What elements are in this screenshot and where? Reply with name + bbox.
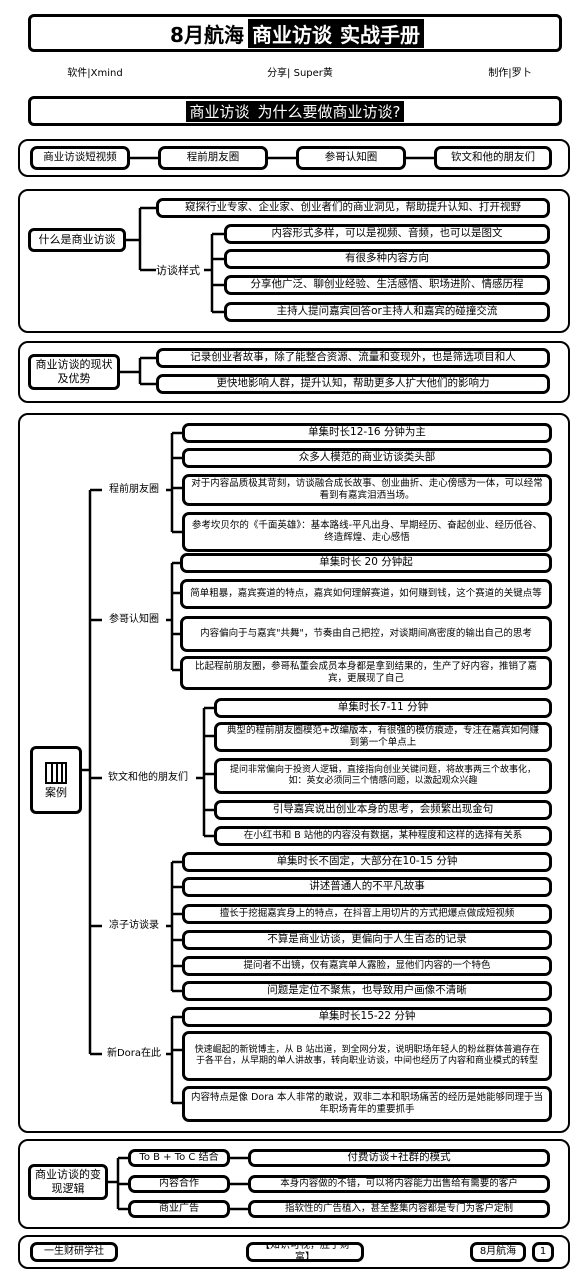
question-bar: 商业访谈 为什么要做商业访谈? (28, 96, 562, 126)
case-group-name: 钦文和他的朋友们 (108, 771, 188, 783)
case-item: 参考坎贝尔的《千面英雄》：基本路线-平凡出身、早期经历、奋起创业、经历低谷、终造… (182, 512, 552, 552)
footer-page: 1 (532, 1242, 554, 1262)
case-item: 单集时长15-22 分钟 (182, 1007, 552, 1027)
case-item: 不算是商业访谈，更偏向于人生百态的记录 (182, 930, 552, 950)
case-item: 典型的程前朋友圈模范+改编版本，有很强的模仿痕迹，专注在嘉宾如何赚到第一个单点上 (214, 722, 552, 752)
monetize-root: 商业访谈的变现逻辑 (28, 1164, 108, 1200)
case-item: 单集时长12-16 分钟为主 (182, 423, 552, 443)
cases-root: 案例 (30, 746, 82, 814)
case-item: 快速崛起的新锐博主，从 B 站出道，到全网分发，说明职场年轻人的粉丝群体普遍存在… (182, 1031, 552, 1081)
what-format-label: 访谈样式 (156, 264, 200, 278)
case-group-name: 凉子访谈录 (109, 919, 159, 931)
case-item: 在小红书和 B 站他的内容没有数据，某种程度和这样的选择有关系 (214, 826, 552, 846)
footer-center: 【知识可视，胜于财富】 (246, 1242, 364, 1262)
case-item: 简单粗暴，嘉宾赛道的特点，嘉宾如何理解赛道，如何赚到钱，这个赛道的关键点等 (180, 579, 552, 609)
panel-footer (18, 1235, 570, 1269)
what-format-4: 主持人提问嘉宾回答or主持人和嘉宾的碰撞交流 (224, 302, 550, 322)
monetize-value-2: 本身内容做的不错，可以将内容能力出售给有需要的客户 (248, 1175, 550, 1193)
monetize-value-3: 指软性的广告植入，甚至整集内容都是专门为客户定制 (248, 1200, 550, 1218)
what-format-3: 分享他广泛、聊创业经验、生活感悟、职场进阶、情感历程 (224, 275, 550, 295)
cases-root-label: 案例 (45, 786, 67, 800)
case-item: 众多人模范的商业访谈类头部 (182, 448, 552, 468)
status-item-2: 更快地影响人群，提升认知，帮助更多人扩大他们的影响力 (156, 374, 550, 394)
what-format-2: 有很多种内容方向 (224, 249, 550, 269)
panel-cases (18, 413, 570, 1133)
case-item: 引导嘉宾说出创业本身的思考，会频繁出现金句 (214, 800, 552, 820)
status-item-1: 记录创业者故事，除了能整合资源、流量和变现外，也是筛选项目和人 (156, 348, 550, 368)
footer-left: 一生财研学社 (30, 1242, 118, 1262)
meta-sharer: 分享| Super黄 (267, 67, 333, 79)
case-group-name: 参哥认知圈 (109, 613, 159, 625)
monetize-value-1: 付费访谈+社群的模式 (248, 1149, 550, 1167)
video-item-2: 参哥认知圈 (296, 146, 406, 170)
panel-monetize (18, 1139, 570, 1229)
meta-maker: 制作|罗卜 (488, 67, 532, 79)
monetize-label-3: 商业广告 (128, 1200, 230, 1218)
case-item: 擅长于挖掘嘉宾身上的特点，在抖音上用切片的方式把爆点做成短视频 (182, 904, 552, 924)
case-item: 内容偏向于与嘉宾"共舞"，节奏由自己把控，对谈期间高密度的输出自己的思考 (180, 616, 552, 652)
title-part3: 实战手册 (335, 18, 424, 48)
case-item: 比起程前朋友圈，参哥私董会成员本身都是拿到结果的，生产了好内容，推销了嘉宾，更展… (180, 656, 552, 690)
what-root: 什么是商业访谈 (28, 228, 126, 252)
what-format-1: 内容形式多样，可以是视频、音频，也可以是图文 (224, 224, 550, 244)
case-item: 单集时长7-11 分钟 (214, 698, 552, 718)
question-part1: 商业访谈 (185, 100, 254, 122)
monetize-label-1: To B + To C 结合 (128, 1149, 230, 1167)
status-root: 商业访谈的现状及优势 (28, 354, 120, 390)
video-item-3: 钦文和他的朋友们 (434, 146, 552, 170)
case-item: 提问非常偏向于投资人逻辑，直接指向创业关键问题，将故事两三个故事化，如：英女必须… (214, 758, 552, 794)
case-item: 单集时长 20 分钟起 (180, 553, 552, 573)
case-item: 单集时长不固定，大部分在10-15 分钟 (182, 852, 552, 872)
case-group-name: 程前朋友圈 (109, 483, 159, 495)
title-part1: 8月航海 (170, 22, 244, 47)
title-bar: 8月航海 商业访谈 实战手册 (28, 14, 562, 52)
case-group-name: 新Dora在此 (106, 1047, 162, 1059)
footer-right: 8月航海 (470, 1242, 526, 1262)
title-part2: 商业访谈 (247, 18, 336, 48)
what-top: 窥探行业专家、企业家、创业者们的商业洞见，帮助提升认知、打开视野 (156, 198, 550, 218)
panel-status (18, 341, 570, 403)
video-item-1: 程前朋友圈 (158, 146, 268, 170)
meta-software: 软件|Xmind (67, 67, 123, 79)
book-icon (45, 762, 67, 785)
monetize-label-2: 内容合作 (128, 1175, 230, 1193)
case-item: 内容特点是像 Dora 本人非常的敢说，双非二本和职场痛苦的经历是她能够同理于当… (182, 1086, 552, 1122)
case-item: 问题是定位不聚焦，也导致用户画像不清晰 (182, 981, 552, 1001)
case-item: 对于内容品质极其苛刻，访谈融合成长故事、创业曲折、走心傍感为一体，可以经常看到有… (182, 474, 552, 506)
panel-video (18, 139, 570, 177)
video-root: 商业访谈短视频 (30, 146, 130, 170)
case-item: 讲述普通人的不平凡故事 (182, 877, 552, 897)
panel-what (18, 189, 570, 333)
case-item: 提问者不出镜，仅有嘉宾单人露脸，显他们内容的一个特色 (182, 956, 552, 976)
question-part2: 为什么要做商业访谈? (253, 100, 405, 122)
